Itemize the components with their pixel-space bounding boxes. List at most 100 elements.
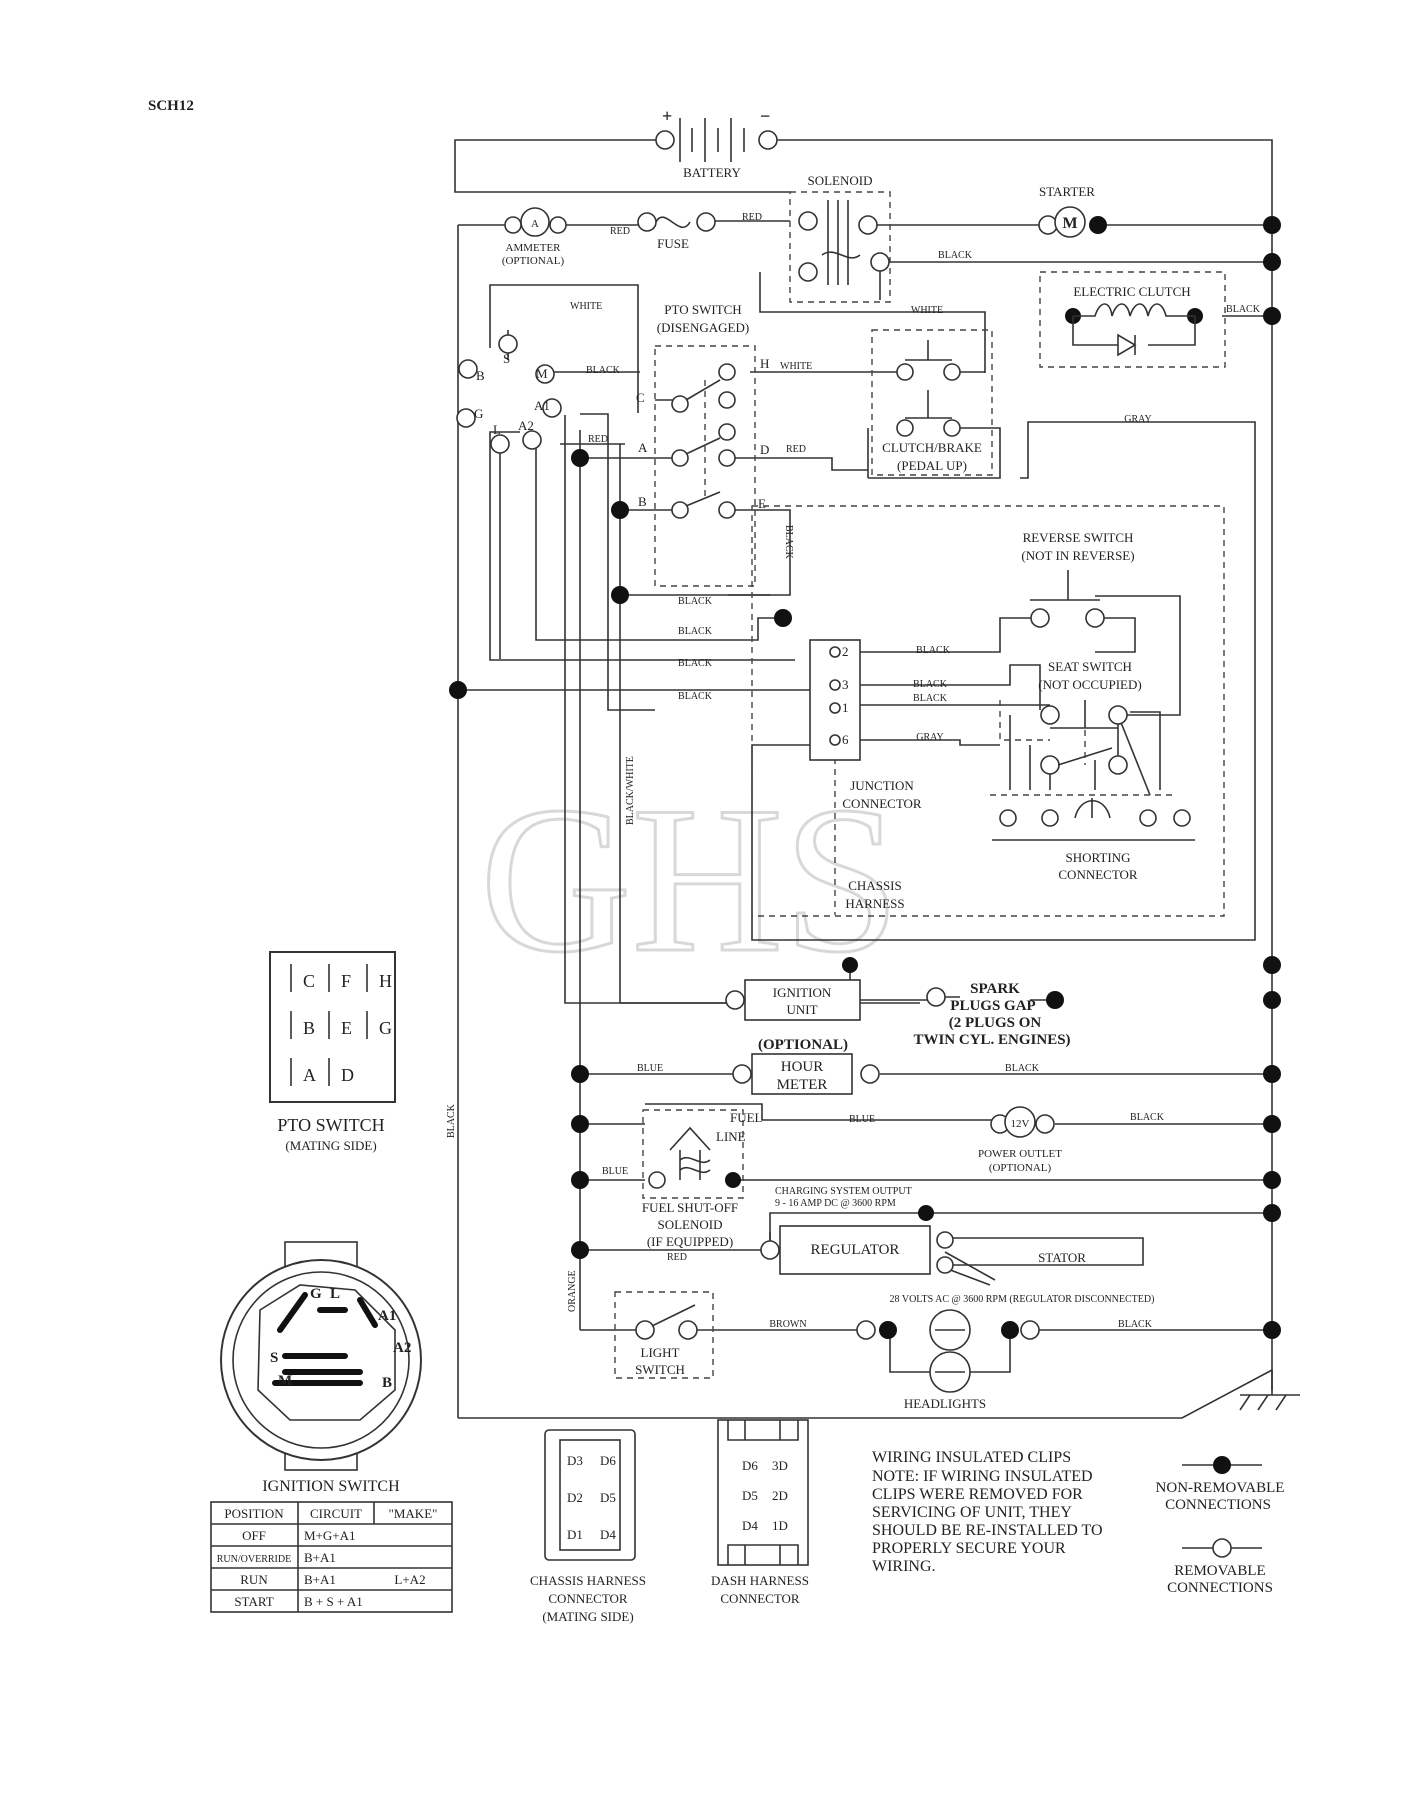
regulator-label: REGULATOR	[811, 1242, 900, 1258]
wire-black-5: BLACK	[678, 626, 713, 637]
chassis-pin: D6	[600, 1453, 616, 1468]
pto-pin-b: B	[303, 1018, 315, 1038]
wire-black-6: BLACK	[678, 658, 713, 669]
junction-pin-6: 6	[842, 732, 849, 747]
watermark: GHS	[480, 764, 900, 996]
charging-output-label-1: CHARGING SYSTEM OUTPUT	[775, 1186, 912, 1197]
fuse-label: FUSE	[657, 236, 689, 251]
seat-switch: SEAT SWITCH (NOT OCCUPIED) SHORTING CONN…	[990, 659, 1195, 882]
wire-black-jc3: BLACK	[913, 679, 948, 690]
table-position-cell: OFF	[242, 1528, 266, 1543]
battery-plus-label: +	[662, 106, 672, 126]
starter-label: STARTER	[1039, 184, 1095, 199]
ammeter-label-1: AMMETER	[506, 242, 562, 254]
ammeter-fuse: A AMMETER (OPTIONAL) FUSE RED RED BLACK	[502, 207, 973, 267]
pto-term-c: C	[636, 390, 645, 405]
reverse-switch-label-2: (NOT IN REVERSE)	[1021, 548, 1134, 563]
hour-meter-group: (OPTIONAL) HOUR METER BLUE BLACK	[637, 1037, 1040, 1095]
ign-term-a1: A1	[534, 398, 550, 413]
hour-meter-optional: (OPTIONAL)	[758, 1037, 848, 1053]
pto-switch-schematic: PTO SWITCH (DISENGAGED) C H A D B E WHIT…	[636, 302, 812, 560]
wire-white-1: WHITE	[911, 305, 943, 316]
wire-red-4: RED	[786, 444, 806, 455]
chassis-pin: D2	[567, 1490, 583, 1505]
pto-term-a: A	[638, 440, 648, 455]
dash-pin: 2D	[772, 1488, 788, 1503]
clutch-brake-label-2: (PEDAL UP)	[897, 458, 967, 473]
dash-pin: D6	[742, 1458, 758, 1473]
table-circuit-cell: B + S + A1	[304, 1594, 363, 1609]
regulator-stator: CHARGING SYSTEM OUTPUT 9 - 16 AMP DC @ 3…	[567, 1186, 1154, 1312]
stator-note: 28 VOLTS AC @ 3600 RPM (REGULATOR DISCON…	[890, 1294, 1155, 1305]
table-position-cell: RUN/OVERRIDE	[217, 1554, 291, 1565]
legend: NON-REMOVABLE CONNECTIONS REMOVABLE CONN…	[1156, 1456, 1285, 1596]
table-circuit-cell: B+A1	[304, 1572, 336, 1587]
junction-pin-1: 1	[842, 700, 849, 715]
frame-wires	[454, 139, 1300, 1419]
chassis-harness-label-2: HARNESS	[845, 896, 904, 911]
chassis-connector-label-1: CHASSIS HARNESS	[530, 1573, 646, 1588]
chassis-pin: D5	[600, 1490, 616, 1505]
light-switch-label-1: LIGHT	[641, 1345, 680, 1360]
reverse-switch: REVERSE SWITCH (NOT IN REVERSE)	[1021, 530, 1135, 628]
ignition-unit-label-1: IGNITION	[773, 985, 832, 1000]
clutch-brake-switch: CLUTCH/BRAKE (PEDAL UP) GRAY	[882, 340, 1152, 473]
wire-black-hl: BLACK	[1118, 1319, 1153, 1330]
ignition-face-g: G	[310, 1286, 322, 1302]
note-title: WIRING INSULATED CLIPS	[872, 1449, 1071, 1466]
ignition-switch-title: IGNITION SWITCH	[262, 1478, 400, 1495]
wire-red-2: RED	[742, 212, 762, 223]
ign-term-a2: A2	[518, 418, 534, 433]
stator-label: STATOR	[1038, 1250, 1086, 1265]
battery-label: BATTERY	[683, 165, 741, 180]
power-outlet-symbol: 12V	[1011, 1118, 1030, 1130]
wire-black-white: BLACK/WHITE	[625, 756, 636, 825]
table-extra-cell: L+A2	[394, 1572, 425, 1587]
chassis-pin: D3	[567, 1453, 583, 1468]
ignition-switch-face: G L A1 S A2 M B IGNITION SWITCH	[220, 1241, 422, 1495]
chassis-connector-label-3: (MATING SIDE)	[542, 1609, 633, 1624]
legend-non-removable-2: CONNECTIONS	[1165, 1497, 1271, 1513]
seat-switch-label-2: (NOT OCCUPIED)	[1038, 677, 1141, 692]
ignition-switch-terminals: S B M A1 G L A2 WHITE BLACK RED	[456, 301, 621, 454]
hour-meter-label-1: HOUR	[781, 1059, 824, 1075]
starter-motor: STARTER M	[1038, 184, 1107, 238]
legend-non-removable-1: NON-REMOVABLE	[1156, 1480, 1285, 1496]
ammeter-label-2: (OPTIONAL)	[502, 255, 565, 267]
fuel-shutoff-label-2: SOLENOID	[658, 1217, 723, 1232]
reverse-switch-label-1: REVERSE SWITCH	[1023, 530, 1134, 545]
seat-switch-label-1: SEAT SWITCH	[1048, 659, 1132, 674]
wire-brown: BROWN	[769, 1319, 806, 1330]
wiring-note: WIRING INSULATED CLIPS NOTE: IF WIRING I…	[872, 1449, 1103, 1575]
junction-pin-2: 2	[842, 644, 849, 659]
power-outlet-label-1: POWER OUTLET	[978, 1148, 1062, 1160]
ignition-unit-label-2: UNIT	[786, 1002, 817, 1017]
headlights-label: HEADLIGHTS	[904, 1396, 986, 1411]
fuel-line-label-2: LINE	[716, 1129, 746, 1144]
ign-term-m: M	[536, 366, 548, 381]
ignition-face-l: L	[330, 1286, 340, 1302]
dash-pin: D4	[742, 1518, 758, 1533]
wire-red-3: RED	[588, 434, 608, 445]
dash-pin: D5	[742, 1488, 758, 1503]
note-line: PROPERLY SECURE YOUR	[872, 1540, 1066, 1557]
chassis-connector-label-2: CONNECTOR	[548, 1591, 628, 1606]
pto-switch-label-1: PTO SWITCH	[664, 302, 741, 317]
wire-black-clutch: BLACK	[1226, 304, 1261, 315]
dash-connector-label-2: CONNECTOR	[720, 1591, 800, 1606]
pto-term-h: H	[760, 356, 769, 371]
page-code: SCH12	[148, 98, 194, 114]
pto-mating-title: PTO SWITCH	[277, 1115, 384, 1135]
solenoid-symbol: SOLENOID	[798, 173, 890, 285]
legend-removable-2: CONNECTIONS	[1167, 1580, 1273, 1596]
wire-white-2: WHITE	[570, 301, 602, 312]
ign-term-b: B	[476, 368, 485, 383]
fuel-shutoff-label-1: FUEL SHUT-OFF	[642, 1200, 738, 1215]
ign-term-s: S	[503, 351, 510, 366]
wire-black-3: BLACK	[783, 525, 794, 560]
table-frame	[210, 1501, 453, 1613]
dash-connector-label-1: DASH HARNESS	[711, 1573, 809, 1588]
table-position-cell: RUN	[240, 1572, 268, 1587]
